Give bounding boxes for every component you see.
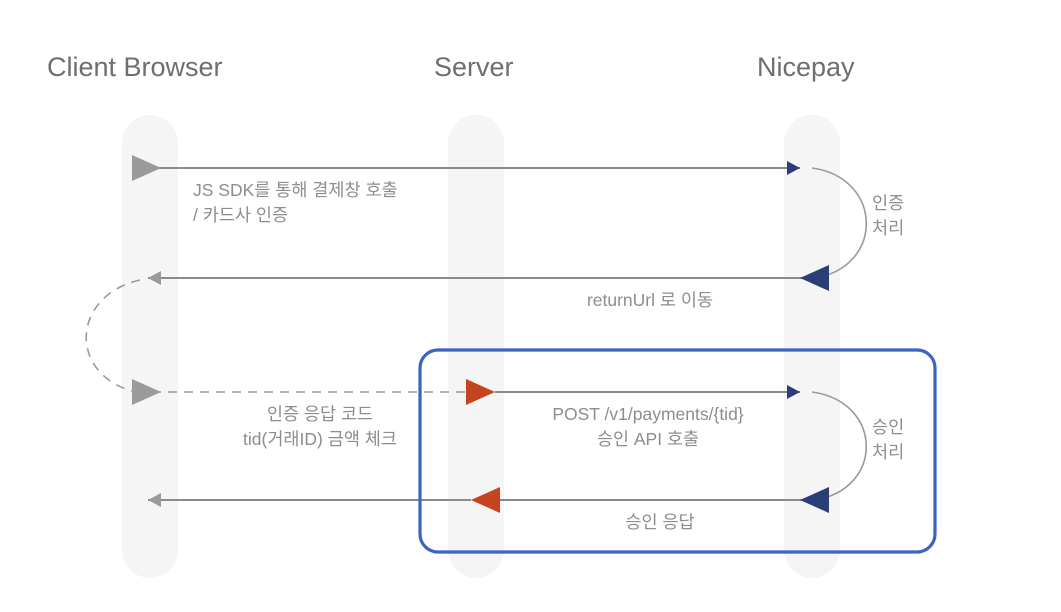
group-box — [418, 348, 937, 554]
self-loop-nicepay-auth — [811, 167, 868, 279]
arrowhead-nicepay-m2 — [800, 265, 829, 291]
message-label-m1: JS SDK를 통해 결제창 호출 / 카드사 인증 — [193, 180, 398, 225]
actor-header-server: Server — [434, 52, 514, 82]
message-label-m4: 인증 응답 코드 tid(거래ID) 금액 체크 — [243, 404, 397, 449]
arrowhead-client-m4 — [132, 379, 161, 405]
client-dashed-curve — [85, 279, 141, 393]
self-loop-nicepay-approve — [811, 391, 868, 501]
arrowhead-server-m4 — [466, 379, 495, 405]
arrowhead-client-m1 — [132, 155, 161, 181]
self-loop-label-auth: 인증 처리 — [872, 193, 905, 238]
actor-header-client: Client Browser — [47, 52, 223, 82]
message-label-m6: 승인 응답 — [625, 512, 695, 532]
lifeline-bar-nicepay — [784, 115, 840, 578]
arrowhead-server-m6 — [471, 487, 500, 513]
arrowhead-nicepay-m6 — [800, 487, 829, 513]
self-loop-label-approve: 승인 처리 — [872, 417, 905, 462]
message-label-m5: POST /v1/payments/{tid} 승인 API 호출 — [552, 404, 744, 449]
message-label-m2: returnUrl 로 이동 — [586, 290, 714, 310]
lifeline-bar-server — [448, 115, 504, 578]
actor-header-nicepay: Nicepay — [757, 52, 855, 82]
lifeline-bar-client — [122, 115, 178, 578]
